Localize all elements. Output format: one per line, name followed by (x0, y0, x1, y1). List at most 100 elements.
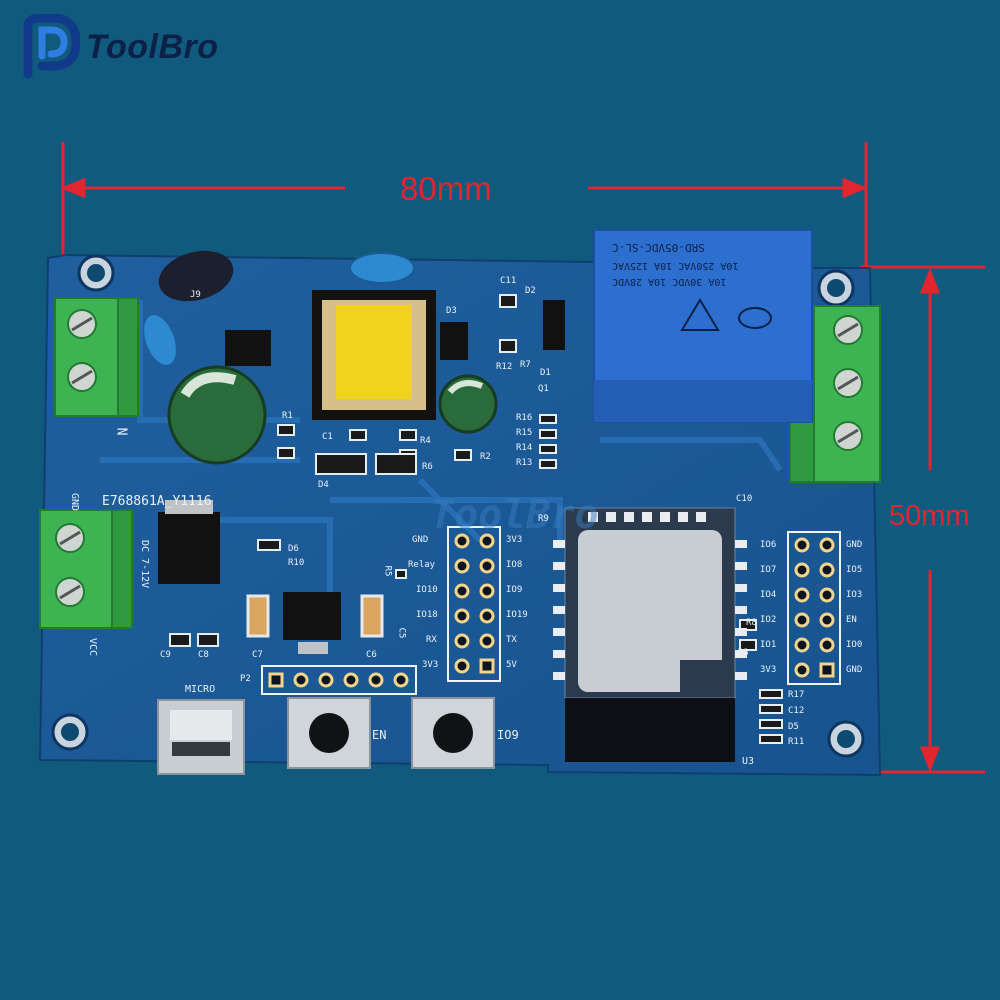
electrolytic-capacitor-large (167, 365, 267, 465)
ref-label: R15 (516, 428, 533, 438)
pin-header-mid (447, 526, 501, 682)
ref-label: D2 (525, 286, 536, 296)
n-terminal-label: N (113, 427, 129, 436)
ref-label: R7 (520, 360, 531, 370)
relay-rating-ac: 10A 250VAC 10A 125VAC (612, 260, 739, 271)
vcc-terminal-label: VCC (87, 638, 98, 657)
terminal-block-dc (39, 509, 133, 629)
ref-label: P2 (240, 674, 251, 684)
pin-label: GND (412, 535, 429, 545)
ref-label: C12 (788, 706, 805, 716)
pin-label: IO2 (760, 615, 777, 625)
ref-label: R10 (288, 558, 305, 568)
pin-label: GND (846, 540, 863, 550)
gnd-terminal-label: GND (69, 493, 80, 512)
relay-model-text: SRD-05VDC-SL-C (612, 241, 705, 254)
ref-label: R5 (382, 565, 393, 577)
esp-castellated-pads (553, 512, 747, 680)
ref-label: R17 (788, 690, 805, 700)
brand-name: ToolBro (86, 27, 219, 66)
micro-usb-connector (157, 699, 245, 775)
pin-label: Relay (408, 560, 436, 570)
button-en-drawing (287, 697, 371, 769)
ref-label: R12 (496, 362, 513, 372)
dc-input-label: DC 7-12V (139, 540, 150, 589)
varistor (158, 250, 234, 302)
pin-label: IO8 (506, 560, 523, 570)
x-capacitor (144, 315, 176, 365)
relay-module (593, 229, 813, 423)
ref-label: C11 (500, 276, 517, 286)
ref-label: C5 (396, 627, 407, 639)
pin-label: 3V3 (422, 660, 439, 670)
button-io9-label: IO9 (497, 728, 519, 742)
pin-label: IO5 (846, 565, 863, 575)
ref-label: C1 (322, 432, 333, 442)
pin-label: IO10 (416, 585, 438, 595)
ref-label: C10 (736, 494, 753, 504)
ref-label: R9 (538, 514, 549, 524)
ref-label: D5 (788, 722, 799, 732)
micro-usb-label: MICRO (185, 684, 216, 695)
pin-label: IO7 (760, 565, 777, 575)
pin-header-p2 (261, 665, 417, 695)
ref-label: C9 (160, 650, 171, 660)
ref-label: D3 (446, 306, 457, 316)
ref-label: J9 (190, 290, 201, 300)
pin-label: EN (846, 615, 857, 625)
pin-label: IO1 (760, 640, 777, 650)
height-dimension-label: 50mm (889, 500, 970, 532)
watermark-logo: ToolBro (430, 492, 599, 538)
ref-label: R6 (422, 462, 433, 472)
pin-label: 5V (506, 660, 517, 670)
esp-module (564, 507, 736, 762)
ref-label: D4 (318, 480, 329, 490)
ref-label: R13 (516, 458, 533, 468)
pin-label: IO6 (760, 540, 777, 550)
y-capacitor (349, 252, 415, 284)
regulator-ic (158, 512, 220, 584)
ref-label: R11 (788, 737, 805, 747)
ldo-ic (283, 592, 341, 640)
pin-label: IO0 (846, 640, 863, 650)
pin-label: IO19 (506, 610, 528, 620)
pin-label: IO9 (506, 585, 523, 595)
diode-d3 (440, 322, 468, 360)
button-en-label: EN (372, 728, 387, 742)
ref-label: R14 (516, 443, 533, 453)
ref-label: Q1 (538, 384, 549, 394)
diode-d1 (543, 300, 565, 350)
ref-label: D6 (288, 544, 299, 554)
ref-label: R2 (480, 452, 491, 462)
button-io9-drawing (411, 697, 495, 769)
model-label: E768861A_Y1116 (102, 494, 212, 509)
pin-label: TX (506, 635, 517, 645)
electrolytic-capacitor-small (438, 374, 498, 434)
brand-logo: ToolBro (18, 14, 219, 80)
pin-label: IO3 (846, 590, 863, 600)
ref-label: R4 (420, 436, 431, 446)
ref-label: R16 (516, 413, 533, 423)
toolbro-logo-icon (23, 14, 80, 79)
ref-label: R1 (282, 411, 293, 421)
transformer (312, 290, 436, 420)
pin-label: IO18 (416, 610, 438, 620)
ref-label: C6 (366, 650, 377, 660)
pin-label: IO4 (760, 590, 777, 600)
ref-label: C7 (252, 650, 263, 660)
pin-label: 3V3 (506, 535, 523, 545)
ref-label: C8 (198, 650, 209, 660)
ref-label: D1 (540, 368, 551, 378)
relay-rating-dc: 10A 30VDC 10A 28VDC (612, 276, 727, 287)
ref-label: R8 (746, 618, 757, 628)
width-dimension-label: 80mm (400, 170, 492, 207)
pin-label: GND (846, 665, 863, 675)
bridge-rectifier (225, 330, 271, 366)
pin-label: RX (426, 635, 437, 645)
u3-label: U3 (742, 756, 755, 767)
ref-label: R3 (738, 648, 749, 658)
mounting-holes (51, 254, 865, 758)
pin-label: 3V3 (760, 665, 777, 675)
